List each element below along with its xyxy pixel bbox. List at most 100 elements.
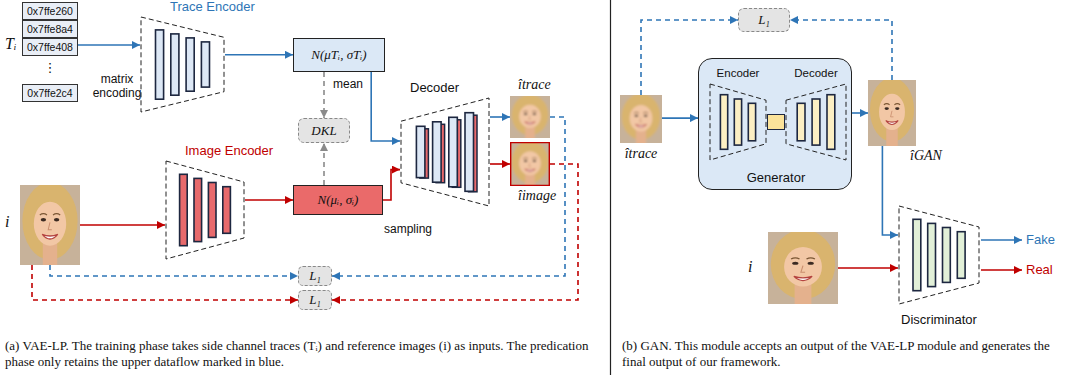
- photo-background: [510, 96, 550, 138]
- layer-bar: [156, 30, 164, 99]
- discriminator: Discriminator: [898, 205, 980, 305]
- layer-stack-shape: [165, 160, 245, 260]
- figure-caption: (b) GAN. This module accepts an output o…: [622, 338, 1067, 370]
- address-cell: 0x7ffe2c4: [22, 84, 78, 102]
- trace-encoder: Trace Encoder: [140, 16, 225, 113]
- face-group: [510, 96, 550, 138]
- bottleneck-square: [767, 114, 785, 130]
- layer-stack-shape: [898, 205, 980, 305]
- output-label: Real: [1026, 262, 1053, 277]
- eye: [634, 115, 638, 117]
- photo-background: [768, 232, 838, 304]
- node-text: îGAN: [910, 148, 942, 164]
- eye: [792, 262, 798, 265]
- edge-label: matrix encoding: [86, 72, 148, 100]
- face: [784, 247, 822, 287]
- address-cell: 0x7ffe408: [22, 38, 78, 56]
- face-illustration: [510, 142, 550, 186]
- gaussian-box: N(μTᵢ, σTᵢ): [293, 38, 385, 72]
- face-illustration: [620, 95, 662, 143]
- layer-bar: [928, 223, 936, 286]
- generator-box: GeneratorEncoderDecoder: [698, 58, 852, 190]
- fake-output-arrow: [981, 239, 1022, 241]
- node-text: Decoder: [794, 67, 837, 79]
- photo-background: [510, 142, 550, 186]
- generated-image: îGAN: [868, 80, 916, 146]
- node-text: L₁: [309, 268, 321, 284]
- layer-bar: [720, 95, 727, 150]
- node-text: 0x7ffe8a4: [27, 23, 73, 35]
- panel-divider: [610, 0, 611, 375]
- ellipsis-mark: ⋮: [44, 60, 57, 75]
- generator-encoder: Encoder: [709, 83, 767, 161]
- eye: [885, 107, 889, 110]
- mouth: [886, 121, 898, 125]
- nose: [640, 117, 643, 121]
- face-illustration: [20, 185, 80, 265]
- eye: [524, 113, 528, 115]
- node-text: 0x7ffe260: [27, 5, 73, 17]
- mouth: [794, 276, 812, 280]
- arrow-connector: [323, 143, 325, 185]
- mouth: [525, 122, 535, 124]
- generator-decoder: Decoder: [785, 83, 847, 161]
- node-text: i: [5, 213, 9, 231]
- face-group: [620, 95, 662, 143]
- layer-bar: [734, 99, 741, 145]
- address-cell: 0x7ffe8a4: [22, 20, 78, 38]
- layer-bar: [194, 178, 202, 241]
- eyebrows: [40, 214, 60, 215]
- eye: [808, 262, 814, 265]
- l1-loss-box: L₁: [298, 266, 332, 286]
- mouth: [525, 169, 535, 172]
- nose: [529, 116, 531, 120]
- photo-background: [20, 185, 80, 265]
- mouth: [636, 125, 647, 128]
- nose: [529, 163, 531, 167]
- layer-bar: [465, 113, 474, 192]
- layer-stack-shape: [785, 83, 847, 161]
- trapezoid-outline: [786, 84, 846, 160]
- eye: [54, 218, 59, 221]
- face-illustration: [868, 80, 916, 146]
- photo-background: [868, 80, 916, 146]
- face: [519, 105, 541, 128]
- arrow-connector: [852, 112, 868, 114]
- node-text: îtrace: [518, 77, 551, 93]
- reference-image: i: [20, 185, 80, 265]
- arrow-connector: [32, 265, 298, 300]
- trapezoid-outline: [899, 206, 979, 304]
- eyebrows: [791, 258, 815, 259]
- trapezoid-outline: [141, 17, 224, 112]
- arrow-connector: [383, 170, 400, 200]
- trapezoid-outline: [166, 161, 244, 259]
- arrow-connector: [490, 116, 510, 118]
- layer-bar: [797, 103, 805, 141]
- node-text: îimage: [518, 188, 556, 204]
- eyebrows: [634, 112, 648, 114]
- reconstructed-image: îtrace: [510, 96, 550, 138]
- face: [34, 202, 66, 246]
- trapezoid-outline: [710, 84, 766, 160]
- layer-stack-shape: [400, 97, 490, 207]
- layer-bar: [913, 219, 921, 290]
- layer-stack-shape: [709, 83, 767, 161]
- layer-bar: [416, 126, 425, 177]
- layer-bar: [208, 183, 216, 238]
- trapezoid-outline: [401, 98, 489, 206]
- node-text: Decoder: [410, 80, 459, 95]
- eye: [644, 115, 648, 117]
- layer-bar: [186, 38, 194, 91]
- node-text: L₁: [309, 292, 321, 308]
- photo-background: [620, 95, 662, 143]
- output-label: Fake: [1026, 232, 1055, 247]
- input-image: îtrace: [620, 95, 662, 143]
- nose: [801, 266, 805, 273]
- decoder: Decoder: [400, 97, 490, 207]
- eye: [41, 218, 46, 221]
- node-text: N(μᵢ, σᵢ): [318, 192, 359, 208]
- eye: [524, 160, 528, 162]
- eyebrows: [523, 111, 537, 113]
- l1-loss-box: L₁: [298, 290, 332, 310]
- layer-bar: [223, 187, 231, 234]
